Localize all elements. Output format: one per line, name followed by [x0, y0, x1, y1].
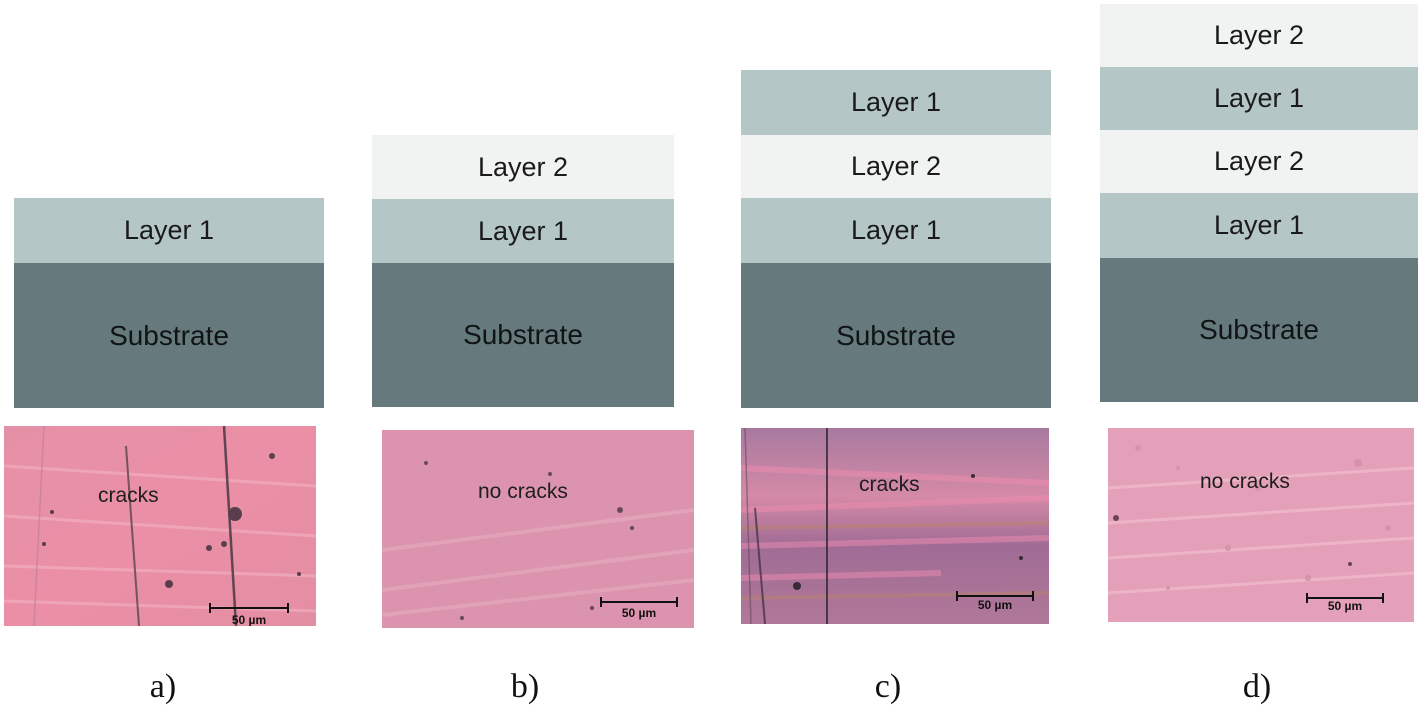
- layer-1: Layer 1: [1100, 193, 1418, 258]
- layer-stack-a: Layer 1 Substrate: [14, 198, 324, 408]
- substrate: Substrate: [372, 263, 674, 407]
- micrograph-label: cracks: [98, 484, 159, 507]
- micrograph-c-texture: [741, 428, 1049, 624]
- layer-2: Layer 2: [372, 135, 674, 199]
- scale-label: 50 µm: [621, 606, 657, 620]
- panel-a: Layer 1 Substrate: [14, 0, 324, 714]
- layer-2: Layer 2: [1100, 4, 1418, 67]
- micrograph-c: cracks 50 µm: [741, 428, 1049, 624]
- micrograph-d-texture: [1108, 428, 1414, 622]
- scale-bar: [1306, 593, 1384, 603]
- panel-d: Layer 2 Layer 1 Layer 2 Layer 1 Substrat…: [1100, 0, 1418, 714]
- panel-c: Layer 1 Layer 2 Layer 1 Substrate: [741, 0, 1051, 714]
- scale-bar: [600, 597, 678, 607]
- layer-stack-c: Layer 1 Layer 2 Layer 1 Substrate: [741, 70, 1051, 408]
- micrograph-a: cracks 50 µm: [4, 426, 316, 626]
- panel-label-a: a): [149, 668, 177, 705]
- micrograph-label: cracks: [859, 473, 920, 496]
- scale-label: 50 µm: [977, 598, 1013, 612]
- substrate: Substrate: [1100, 258, 1418, 402]
- layer-1: Layer 1: [1100, 67, 1418, 130]
- panel-label-b: b): [510, 668, 540, 705]
- scale-label: 50 µm: [1327, 599, 1363, 613]
- layer-1: Layer 1: [372, 199, 674, 263]
- micrograph-a-texture: [4, 426, 316, 626]
- scale-bar: [209, 603, 289, 613]
- layer-1: Layer 1: [741, 198, 1051, 263]
- layer-stack-b: Layer 2 Layer 1 Substrate: [372, 135, 674, 407]
- layer-1: Layer 1: [14, 198, 324, 263]
- panel-label-d: d): [1242, 668, 1272, 705]
- layer-stack-d: Layer 2 Layer 1 Layer 2 Layer 1 Substrat…: [1100, 4, 1418, 402]
- scale-label: 50 µm: [231, 613, 267, 626]
- panel-label-c: c): [874, 668, 902, 705]
- micrograph-label: no cracks: [1200, 470, 1290, 493]
- panel-b: Layer 2 Layer 1 Substrate: [372, 0, 674, 714]
- layer-1: Layer 1: [741, 70, 1051, 135]
- micrograph-label: no cracks: [478, 480, 568, 503]
- micrograph-b-texture: [382, 430, 694, 628]
- micrograph-d: no cracks 50 µm: [1108, 428, 1414, 622]
- layer-2: Layer 2: [1100, 130, 1418, 193]
- substrate: Substrate: [741, 263, 1051, 408]
- substrate: Substrate: [14, 263, 324, 408]
- micrograph-b: no cracks 50 µm: [382, 430, 694, 628]
- scale-bar: [956, 591, 1034, 601]
- layer-2: Layer 2: [741, 135, 1051, 198]
